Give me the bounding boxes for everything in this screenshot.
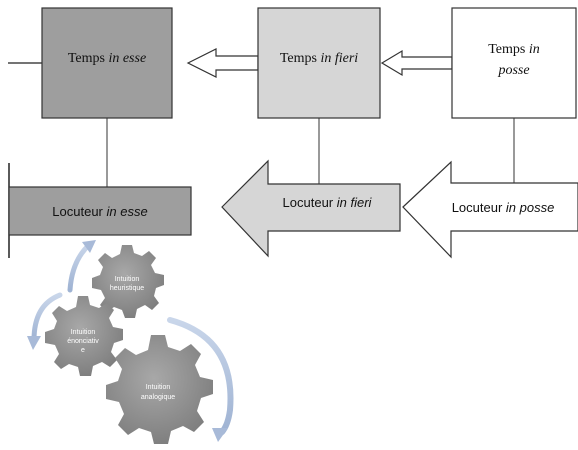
gear-analogique: Intuition analogique	[106, 335, 213, 444]
speaker-arrow-posse	[402, 160, 578, 259]
gear-enonciative-line2: énonciativ	[67, 338, 99, 345]
gear-heuristique: Intuition heuristique	[92, 245, 164, 318]
arrow-posse-to-fieri	[380, 49, 453, 77]
cycle-arrow-right	[167, 317, 234, 435]
cycle-arrow-left	[31, 292, 63, 343]
gear-analogique-line2: analogique	[141, 394, 175, 401]
cycle-arrow-right-head	[212, 428, 228, 442]
gear-enonciative-shape	[45, 296, 123, 376]
speaker-box-esse	[8, 186, 192, 236]
gear-enonciative-line3: e	[81, 347, 85, 354]
cycle-arrow-top-head	[82, 240, 96, 253]
gear-enonciative-line1: Intuition	[71, 329, 96, 336]
time-box-esse-label: Temps in esse	[68, 51, 146, 66]
speaker-arrow-fieri	[221, 159, 401, 258]
gear-heuristique-line2: heuristique	[110, 285, 144, 292]
gear-enonciative: Intuition énonciativ e	[45, 296, 123, 376]
speaker-label-fieri: Locuteur in fieri	[283, 195, 373, 210]
cycle-arrow-left-head	[27, 336, 41, 350]
gear-heuristique-line1: Intuition	[115, 276, 140, 283]
time-box-fieri	[257, 7, 381, 119]
speaker-label-posse: Locuteur in posse	[452, 200, 555, 215]
time-box-posse-label: Temps in	[488, 42, 540, 57]
speaker-label-esse: Locuteur in esse	[52, 204, 147, 219]
time-box-posse-label-line2: posse	[497, 63, 529, 78]
gear-analogique-line1: Intuition	[146, 384, 171, 391]
gear-analogique-shape	[106, 335, 213, 444]
gear-heuristique-shape	[92, 245, 164, 318]
arrow-fieri-to-esse	[186, 48, 259, 78]
cycle-arrow-top	[67, 241, 93, 293]
cycle-arrows	[27, 240, 234, 442]
time-box-fieri-label: Temps in fieri	[280, 51, 358, 66]
